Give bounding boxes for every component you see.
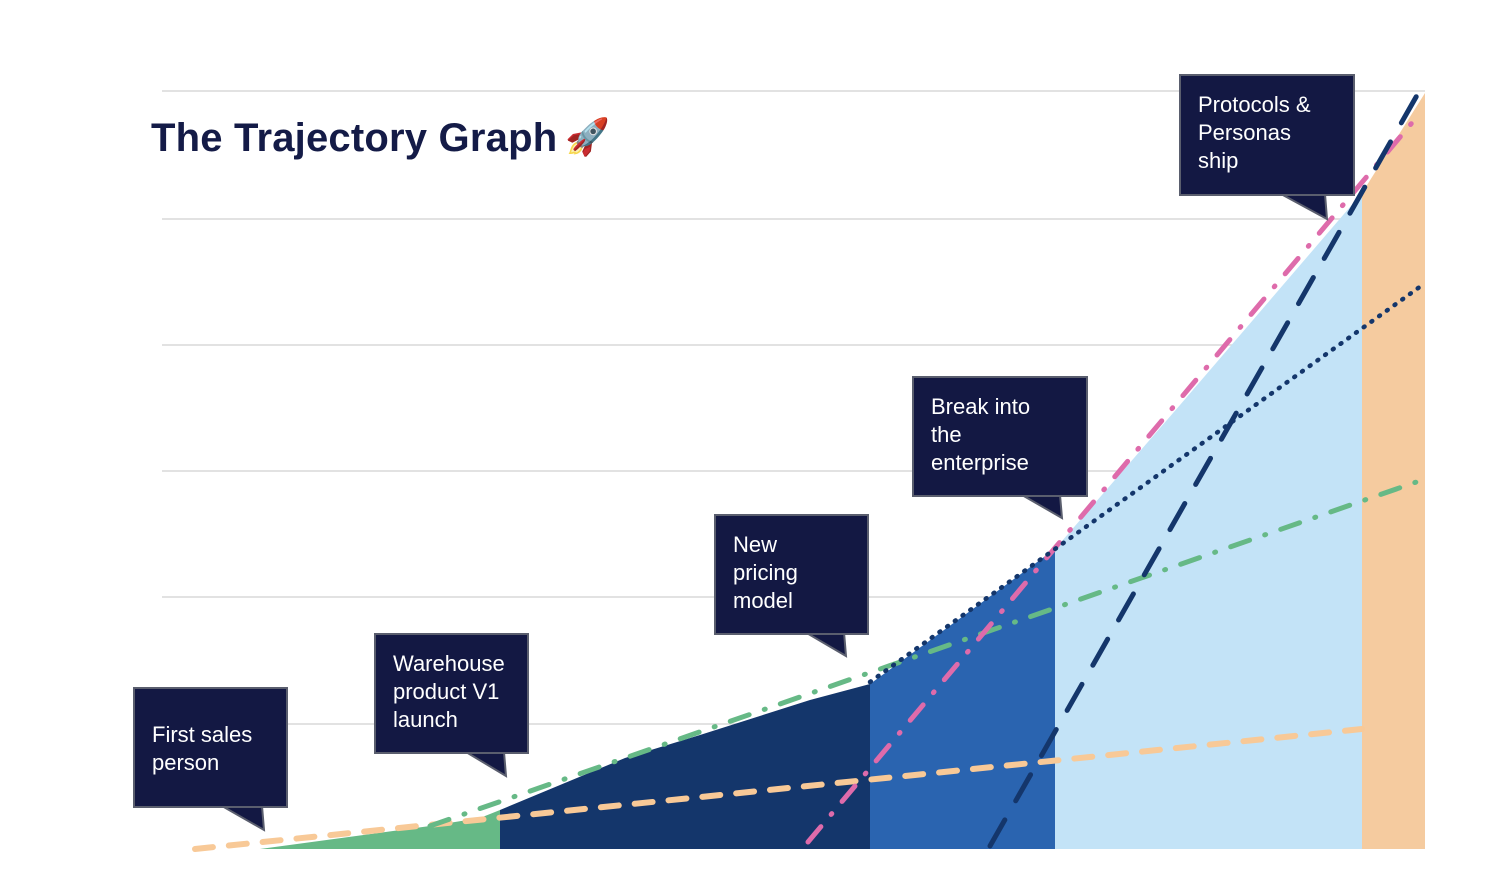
trend-pink-dashdot — [805, 115, 1419, 845]
callout-pointers — [218, 193, 1329, 832]
callout-pointer-protocols — [1280, 193, 1329, 221]
trend-green-dashdot — [427, 476, 1428, 829]
callout-protocols-personas-ship: Protocols & Personas ship — [1179, 74, 1355, 196]
callout-warehouse-v1-launch: Warehouse product V1 launch — [374, 633, 529, 754]
chart-title: The Trajectory Graph🚀 — [151, 116, 610, 161]
trend-navy-dotted — [867, 283, 1424, 685]
callout-pointer-pricing — [801, 631, 848, 658]
callout-pointer-warehouse — [462, 751, 508, 778]
chart-title-text: The Trajectory Graph — [151, 116, 558, 160]
callout-new-pricing-model: New pricing model — [714, 514, 869, 635]
rocket-icon: 🚀 — [565, 116, 611, 157]
callout-first-sales-person: First sales person — [133, 687, 288, 808]
trend-orange-dashed — [192, 726, 1365, 852]
trend-navy-longdash — [987, 80, 1427, 849]
callout-pointer-first-sales — [218, 805, 266, 832]
trend-lines — [192, 80, 1428, 852]
segment-protocols-personas — [1362, 93, 1425, 849]
callout-break-into-enterprise: Break into the enterprise — [912, 376, 1088, 497]
callout-pointer-enterprise — [1018, 494, 1064, 520]
